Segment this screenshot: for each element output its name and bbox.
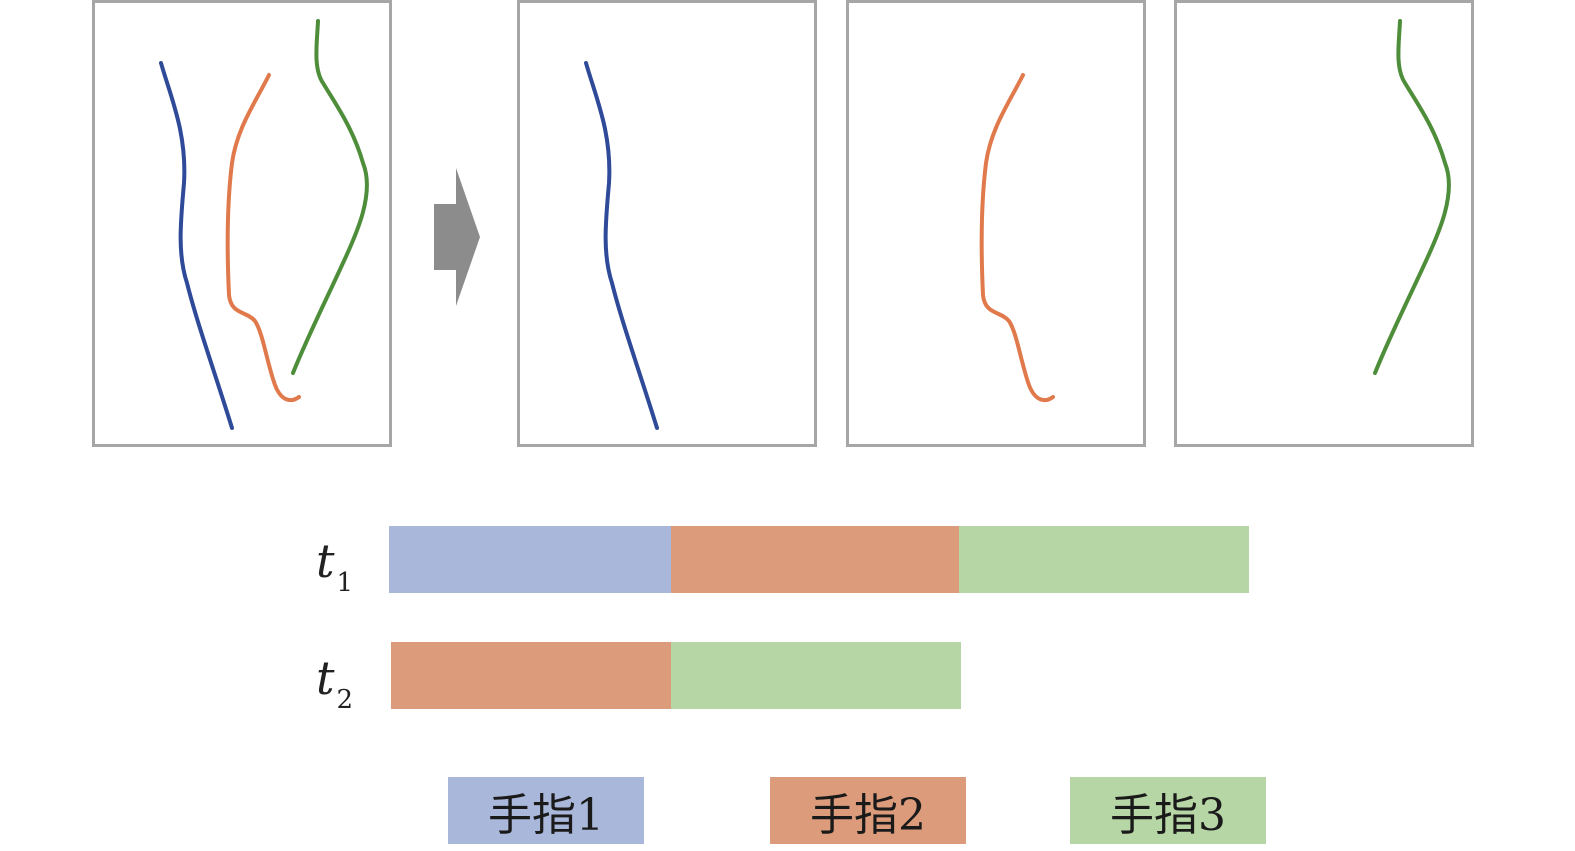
- finger1-panel-svg: [584, 61, 659, 430]
- finger2-stroke-separated: [979, 73, 1055, 403]
- bar-segment-finger2: [391, 642, 671, 709]
- bar-segment-finger3: [671, 642, 961, 709]
- timeline-row-label-t1: t1: [316, 538, 353, 596]
- bar-segment-finger3: [959, 526, 1249, 593]
- timeline-bar-t1: [389, 526, 1249, 593]
- finger2-stroke: [225, 73, 301, 403]
- legend-label: 手指3: [1110, 789, 1226, 841]
- finger1-stroke-separated: [584, 61, 659, 430]
- combined-strokes-panel: [92, 0, 392, 447]
- timeline-bar-t2: [391, 642, 961, 709]
- finger3-panel: [1174, 0, 1474, 447]
- row-label-main: t: [316, 534, 335, 588]
- finger3-panel-svg: [1373, 19, 1451, 375]
- timeline-row-label-t2: t2: [316, 655, 353, 713]
- legend-label: 手指1: [488, 789, 604, 841]
- finger1-stroke: [159, 61, 234, 430]
- row-label-main: t: [316, 651, 335, 705]
- finger3-stroke: [291, 19, 369, 375]
- legend-finger1: 手指1: [448, 777, 644, 844]
- legend-finger3: 手指3: [1070, 777, 1266, 844]
- finger2-panel-svg: [979, 73, 1055, 403]
- finger2-panel: [846, 0, 1146, 447]
- row-label-subscript: 2: [336, 685, 354, 715]
- legend-label: 手指2: [810, 789, 926, 841]
- bar-segment-finger2: [671, 526, 959, 593]
- row-label-subscript: 1: [336, 568, 354, 598]
- combined-strokes-svg: [159, 19, 369, 430]
- legend-finger2: 手指2: [770, 777, 966, 844]
- right-arrow-icon: [434, 168, 480, 306]
- bar-segment-finger1: [389, 526, 671, 593]
- finger1-panel: [517, 0, 817, 447]
- finger3-stroke-separated: [1373, 19, 1451, 375]
